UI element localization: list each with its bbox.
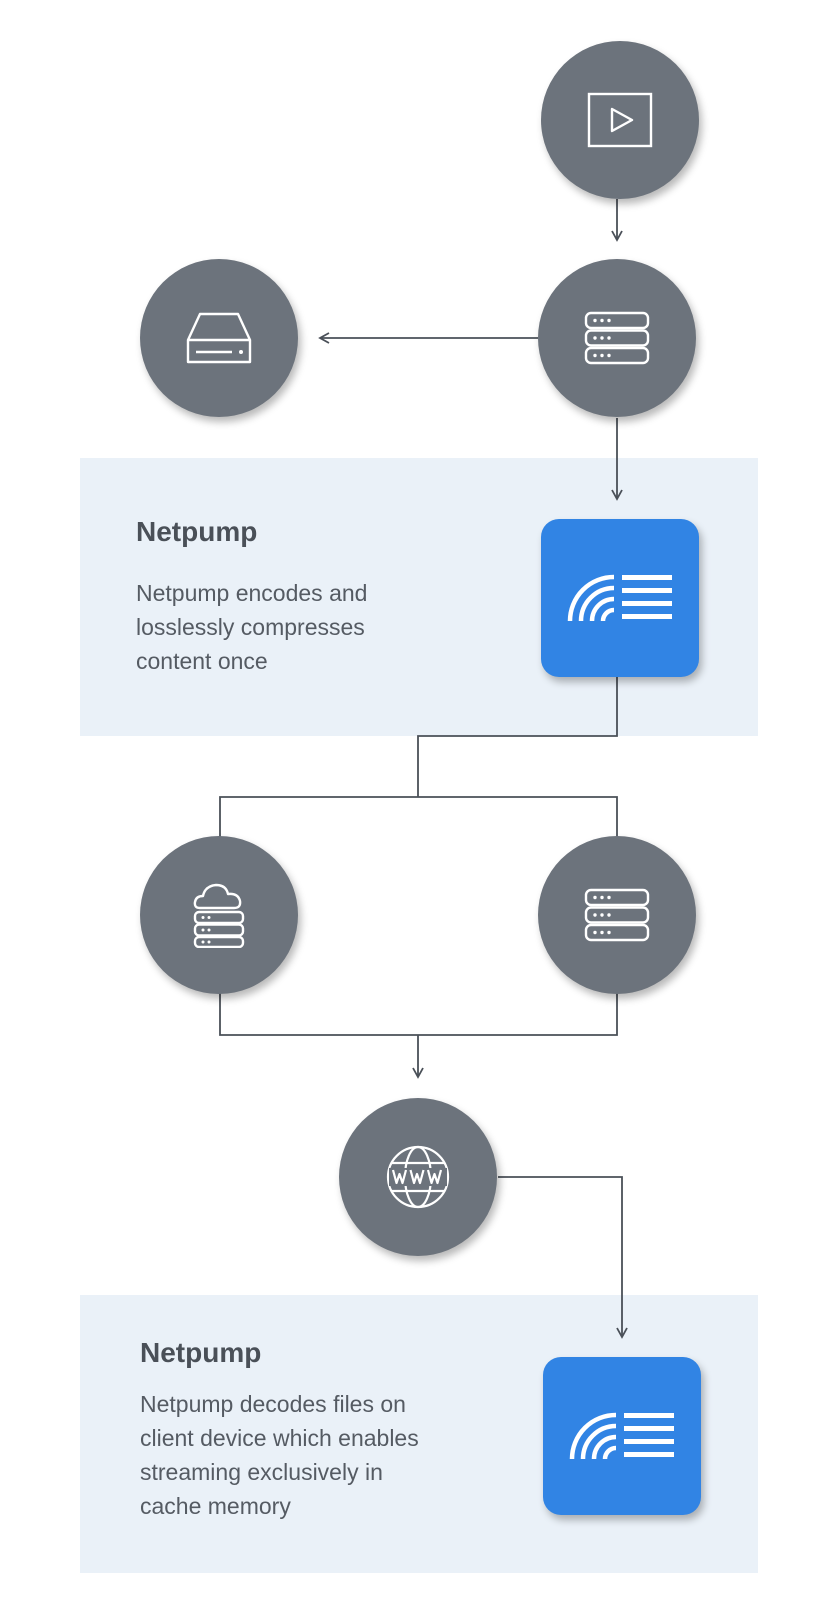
server-stack-icon: [584, 311, 650, 365]
cloud-server-icon: [193, 883, 245, 948]
netpump-logo-icon: [567, 574, 672, 622]
encoder-desc-line-1: Netpump encodes and: [136, 580, 368, 606]
line-split-branches: [219, 796, 618, 837]
server-stack-icon: [584, 888, 650, 942]
netpump-decoder-node: [543, 1357, 701, 1515]
www-globe-icon: [386, 1145, 450, 1209]
internet-node: [339, 1098, 497, 1256]
decoder-panel-title: Netpump: [140, 1337, 262, 1368]
line-encoder-to-split: [417, 677, 618, 797]
decoder-desc-line-2: client device which enables: [140, 1425, 419, 1451]
encoder-desc-line-3: content once: [136, 648, 268, 674]
decoder-panel-description: Netpump decodes files on client device w…: [140, 1387, 419, 1523]
encoder-desc-line-2: losslessly compresses: [136, 614, 365, 640]
decoder-desc-line-1: Netpump decodes files on: [140, 1391, 406, 1417]
arrow-internet-to-decoder: [498, 1176, 628, 1339]
netpump-encoder-node: [541, 519, 699, 677]
video-source-node: [541, 41, 699, 199]
encoder-panel-description: Netpump encodes and losslessly compresse…: [136, 576, 367, 678]
video-player-icon: [587, 92, 653, 148]
netpump-logo-icon: [569, 1412, 674, 1460]
decoder-desc-line-4: cache memory: [140, 1493, 291, 1519]
decoder-desc-line-3: streaming exclusively in: [140, 1459, 383, 1485]
cloud-server-node: [140, 836, 298, 994]
hard-drive-icon: [186, 312, 252, 364]
storage-node: [140, 259, 298, 417]
line-branches-merge: [219, 993, 618, 1036]
origin-server-node: [538, 259, 696, 417]
cdn-server-node: [538, 836, 696, 994]
encoder-panel-title: Netpump: [136, 516, 258, 547]
